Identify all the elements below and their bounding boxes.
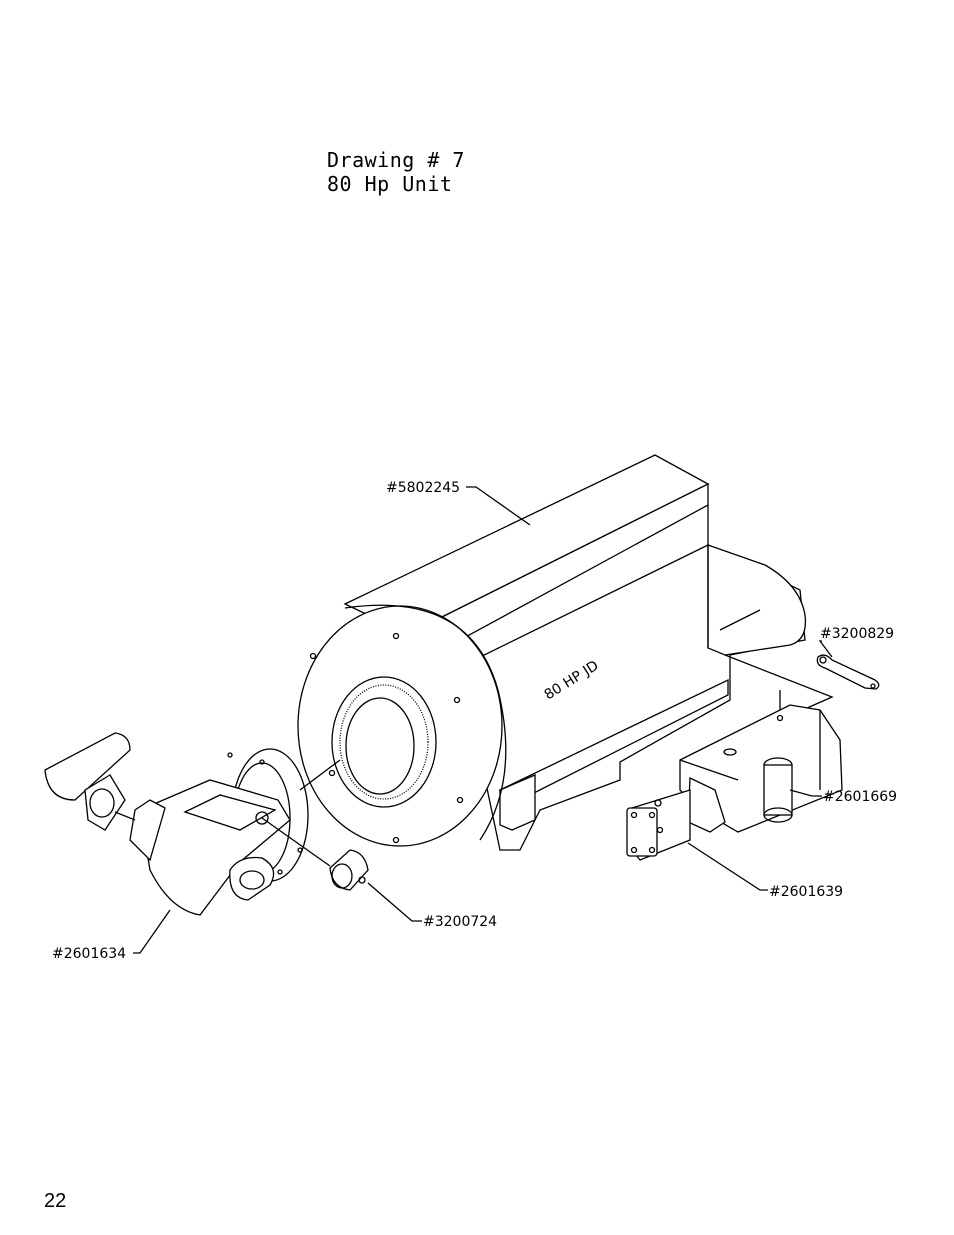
drawing-title: Drawing # 7 80 Hp Unit [327,148,465,196]
drawing-number: Drawing # 7 [327,148,465,172]
callout-housing: #5802245 [386,480,460,496]
callout-pump: #2601639 [769,884,843,900]
page-number: 22 [44,1190,67,1212]
callout-coupler: #3200724 [423,914,497,930]
drawing-subtitle: 80 Hp Unit [327,172,453,196]
pump-part [626,776,726,861]
callout-motor-adapter: #2601634 [52,946,126,962]
callout-leaders [133,486,833,954]
coupler-part [329,849,369,891]
callout-valve-body: #2601669 [823,789,897,805]
housing-assembly: 80 HP JD [297,454,807,851]
motor-adapter-part [44,732,341,916]
callout-bracket: #3200829 [820,626,894,642]
valve-body-part [679,704,843,833]
